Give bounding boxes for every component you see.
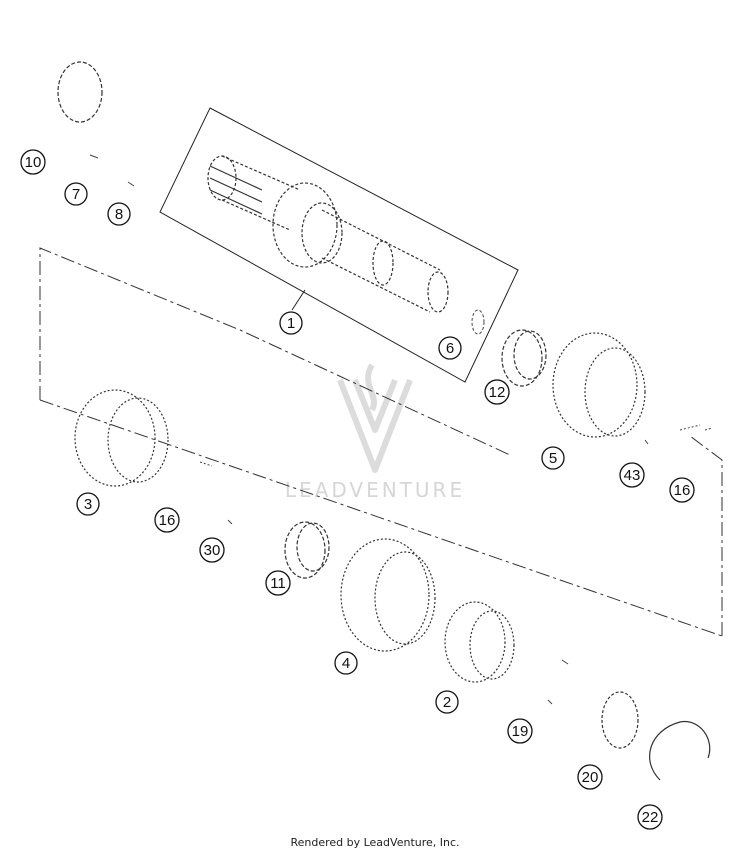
- watermark: LEADVENTURE: [285, 363, 465, 502]
- gear-cluster-outline: [39, 247, 723, 637]
- part-19-washer[interactable]: [547, 659, 569, 705]
- svg-text:6: 6: [446, 340, 454, 357]
- callout-10[interactable]: 10: [20, 149, 46, 175]
- callout-4[interactable]: 4: [334, 651, 358, 675]
- svg-text:11: 11: [270, 575, 286, 592]
- leader-lines: [291, 289, 306, 311]
- callout-19[interactable]: 19: [507, 718, 533, 744]
- callout-16-right[interactable]: 16: [669, 477, 695, 503]
- callout-11[interactable]: 11: [265, 570, 291, 596]
- svg-text:5: 5: [549, 450, 557, 467]
- svg-text:43: 43: [624, 467, 641, 484]
- svg-text:8: 8: [115, 206, 123, 223]
- watermark-text: LEADVENTURE: [285, 478, 465, 502]
- svg-text:30: 30: [204, 542, 221, 559]
- svg-text:22: 22: [642, 809, 659, 826]
- part-30-washer[interactable]: [227, 519, 233, 525]
- svg-text:19: 19: [512, 723, 529, 740]
- part-16-left-clip[interactable]: [199, 461, 213, 467]
- svg-text:1: 1: [287, 315, 295, 332]
- svg-text:16: 16: [674, 482, 691, 499]
- part-22-cover[interactable]: [649, 720, 711, 781]
- callout-30[interactable]: 30: [199, 537, 225, 563]
- callout-7[interactable]: 7: [64, 182, 88, 206]
- part-3-gear[interactable]: [74, 389, 169, 487]
- footer-credit: Rendered by LeadVenture, Inc.: [290, 836, 460, 849]
- svg-text:2: 2: [443, 694, 451, 711]
- callout-3[interactable]: 3: [76, 492, 100, 516]
- part-6-washer[interactable]: [471, 309, 485, 335]
- main-shaft[interactable]: [207, 155, 449, 313]
- callout-16-left[interactable]: 16: [154, 507, 180, 533]
- part-16-right-clip[interactable]: [679, 424, 713, 431]
- part-5-gear[interactable]: [552, 332, 646, 438]
- svg-text:16: 16: [159, 512, 176, 529]
- callout-6[interactable]: 6: [438, 336, 462, 360]
- svg-text:7: 7: [72, 186, 80, 203]
- part-43-washer[interactable]: [644, 439, 649, 445]
- callout-1[interactable]: 1: [279, 311, 303, 335]
- svg-text:10: 10: [25, 154, 42, 171]
- part-20-ring[interactable]: [601, 691, 639, 749]
- part-7-pin[interactable]: [89, 154, 99, 159]
- callout-12[interactable]: 12: [484, 379, 510, 405]
- part-10-ring[interactable]: [57, 61, 103, 123]
- svg-text:4: 4: [342, 655, 350, 672]
- callout-22[interactable]: 22: [637, 804, 663, 830]
- part-4-gear[interactable]: [340, 538, 436, 652]
- callout-43[interactable]: 43: [619, 462, 645, 488]
- part-8-pin[interactable]: [127, 181, 135, 187]
- svg-text:12: 12: [489, 384, 506, 401]
- svg-text:20: 20: [582, 769, 599, 786]
- svg-text:3: 3: [84, 496, 92, 513]
- callout-20[interactable]: 20: [577, 764, 603, 790]
- part-12-bearing[interactable]: [501, 329, 547, 387]
- callout-5[interactable]: 5: [541, 446, 565, 470]
- callout-8[interactable]: 8: [107, 202, 131, 226]
- shaft-assembly-box: [159, 107, 519, 383]
- callout-2[interactable]: 2: [435, 690, 459, 714]
- part-2-gear[interactable]: [444, 601, 515, 683]
- part-11-bearing[interactable]: [284, 521, 330, 579]
- watermark-logo-icon: [337, 363, 413, 473]
